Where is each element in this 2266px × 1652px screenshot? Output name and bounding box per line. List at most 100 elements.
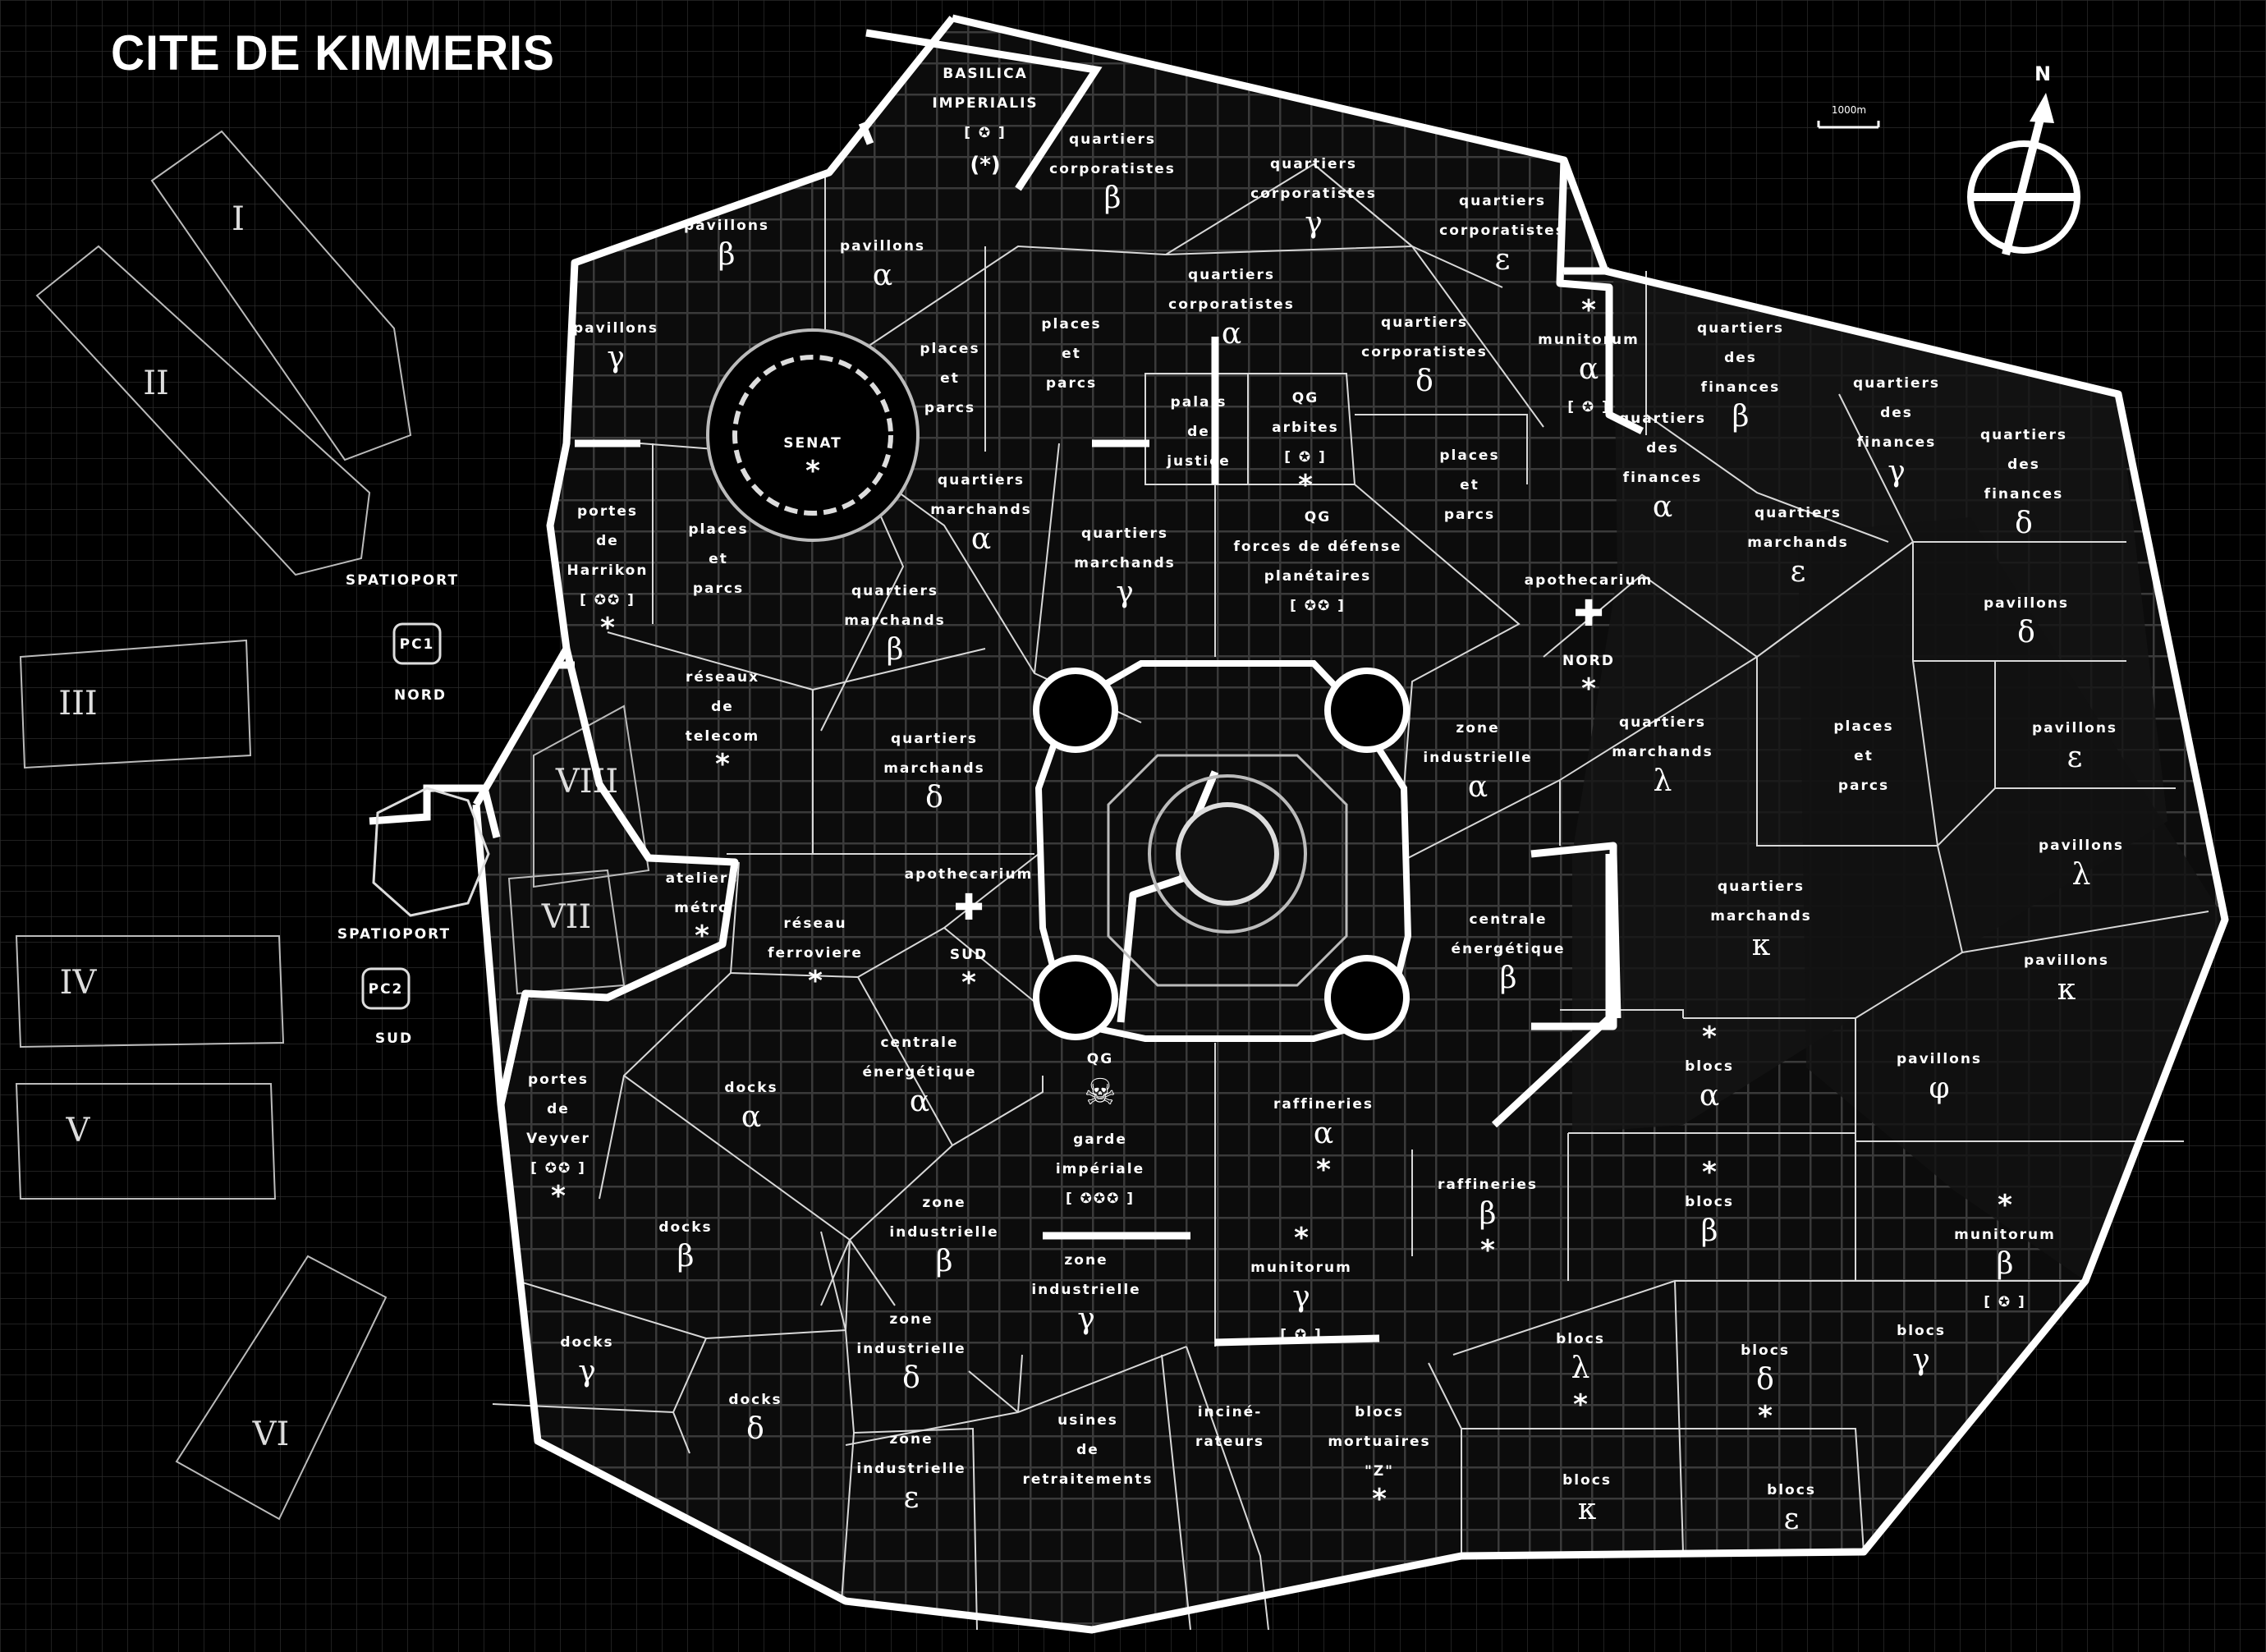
district-label-line: δ (1415, 365, 1433, 398)
district-label-line: zone (1456, 720, 1499, 737)
district-label-line: ☠ (1084, 1072, 1116, 1113)
district-label-line: des (1880, 405, 1913, 421)
district-label-line: quartiers (1069, 131, 1156, 148)
district-label-line: mortuaires (1328, 1434, 1430, 1450)
district-label-line: portes (528, 1072, 589, 1088)
district-label-line: quartiers (1619, 411, 1706, 427)
district-label-line: pavillons (2024, 952, 2109, 969)
district-label-line: * (1316, 1154, 1331, 1186)
district-label-line: [ ✪✪ ] (530, 1160, 586, 1177)
district-label-line: impériale (1056, 1161, 1144, 1177)
district-label-line: industrielle (1423, 750, 1532, 766)
senate-name: SENAT (783, 435, 842, 452)
district-label-line: quartiers (891, 731, 978, 747)
district-label-line: justice (1166, 453, 1231, 470)
district-label-line: * (1294, 1222, 1309, 1255)
district-label-line: λ (2072, 858, 2091, 892)
district-label-line: palais (1171, 394, 1227, 411)
district-label-line: corporatistes (1250, 186, 1377, 202)
district-label-line: pavillons (840, 238, 925, 255)
district-label-line: * (715, 748, 730, 781)
district-label-line: QG (1305, 509, 1331, 525)
district-label-line: γ (1292, 1280, 1310, 1314)
district-label-line: quartiers (1381, 314, 1468, 331)
spaceport-pads (361, 622, 490, 1010)
district-label-line: SUD (950, 947, 988, 963)
district-label-line: quartiers (1619, 714, 1706, 731)
district-label-line: blocs (1685, 1058, 1734, 1075)
district-label-line: apothecarium (1525, 572, 1654, 589)
district-label-line: λ (1654, 764, 1672, 798)
district-label-line: zone (889, 1311, 933, 1328)
district-label-line: finances (1984, 486, 2064, 502)
district-label-line: arbites (1272, 420, 1339, 436)
district-label-line: * (1581, 294, 1596, 327)
district-label-line: quartiers (1755, 505, 1842, 521)
district-label-line: de (596, 533, 619, 549)
district-label-line: quartiers (1459, 193, 1546, 209)
district-label-line: centrale (880, 1035, 958, 1051)
district-label-line: β (887, 633, 904, 667)
district-label-line: κ (1578, 1493, 1597, 1526)
district-label-line: α (873, 259, 892, 292)
district-label-line: β (1104, 181, 1122, 215)
district-label-line: * (600, 612, 615, 645)
district-label-line: α (910, 1085, 929, 1118)
district-label-line: blocs (1741, 1342, 1790, 1359)
district-label-line: ε (904, 1481, 920, 1515)
district-label-line: [ ✪✪✪ ] (1066, 1191, 1135, 1207)
hangar-label: VI (252, 1416, 290, 1453)
district-label-line: zone (922, 1195, 966, 1211)
district-label-line: blocs (1562, 1472, 1612, 1489)
district-label-line: munitorum (1538, 332, 1640, 348)
district-label-line: α (971, 522, 991, 556)
district-label-line: métro (674, 900, 729, 916)
district-label-line: β (936, 1245, 953, 1278)
district-label-line: quartiers (1188, 267, 1275, 283)
district-label-line: docks (658, 1219, 712, 1236)
district-label-line: * (1998, 1189, 2012, 1222)
district-label-line: parcs (1838, 778, 1889, 794)
district-label-line: et (940, 370, 960, 387)
district-label-line: ateliers (666, 870, 739, 887)
district-label-line: β (1701, 1214, 1718, 1248)
district-label-line: quartiers (1081, 525, 1168, 542)
district-label-line: QG (1292, 390, 1319, 406)
district-label-line: * (1298, 469, 1313, 502)
district-label-line: * (1702, 1021, 1717, 1053)
district-apo-s: apothecarium✚SUD* (905, 866, 1032, 999)
district-label-line: parcs (693, 580, 744, 597)
district-incin: inciné-rateurs (1195, 1404, 1263, 1450)
district-label-line: docks (724, 1080, 778, 1096)
district-label-line: * (1581, 672, 1596, 705)
district-label-line: retraitements (1023, 1471, 1154, 1488)
district-label-line: [ ✪ ] (1284, 449, 1327, 466)
district-label-line: pavillons (684, 218, 769, 234)
district-label-line: corporatistes (1168, 296, 1295, 313)
district-label-line: marchands (1612, 744, 1713, 760)
district-label-line: * (1573, 1388, 1588, 1421)
district-label-line: énergétique (1452, 941, 1566, 957)
district-label-line: et (1460, 477, 1479, 493)
